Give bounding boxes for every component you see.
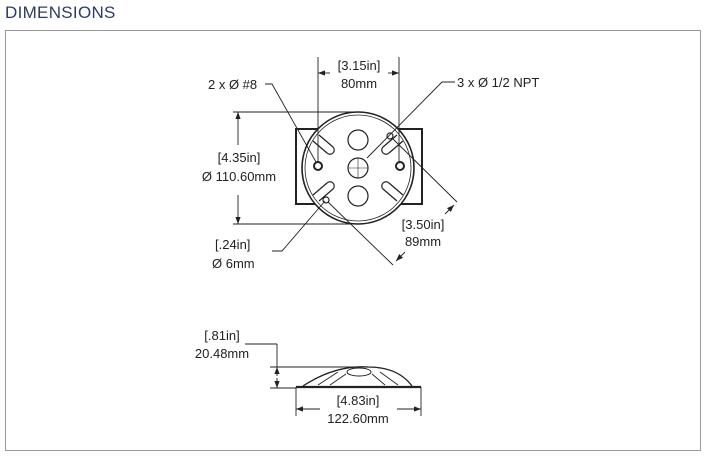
drawing-frame — [5, 30, 701, 451]
width-in-label: [3.15in] — [338, 58, 381, 73]
diag-in-label: [3.50in] — [402, 217, 445, 232]
diameter-in-label: [4.35in] — [218, 150, 261, 165]
hole-in-label: [.24in] — [215, 237, 250, 252]
plan-labels: [3.15in] 80mm 2 x Ø #8 3 x Ø 1/2 NPT [4.… — [202, 58, 540, 271]
side-labels: [.81in] 20.48mm [4.83in] 122.60mm — [195, 328, 389, 426]
npt-holes-label: 3 x Ø 1/2 NPT — [457, 75, 539, 90]
diameter-mm-label: Ø 110.60mm — [202, 169, 276, 184]
width-mm-label: 80mm — [341, 76, 377, 91]
mount-hole-right — [395, 161, 405, 171]
mount-holes-label: 2 x Ø #8 — [208, 77, 257, 92]
plan-view — [233, 57, 458, 266]
small-hole — [322, 196, 330, 204]
height-mm-label: 20.48mm — [195, 346, 249, 361]
hole-mm-label: Ø 6mm — [212, 256, 255, 271]
npt-hole-top — [347, 129, 369, 151]
dome — [302, 366, 413, 387]
side-view — [245, 343, 422, 416]
npt-hole-bottom — [347, 185, 369, 207]
slots — [312, 134, 404, 202]
height-in-label: [.81in] — [204, 328, 239, 343]
section-title: DIMENSIONS — [5, 3, 116, 22]
side-width-in-label: [4.83in] — [337, 393, 380, 408]
small-hole — [386, 132, 394, 140]
diag-mm-label: 89mm — [405, 234, 441, 249]
side-width-mm-label: 122.60mm — [327, 411, 388, 426]
